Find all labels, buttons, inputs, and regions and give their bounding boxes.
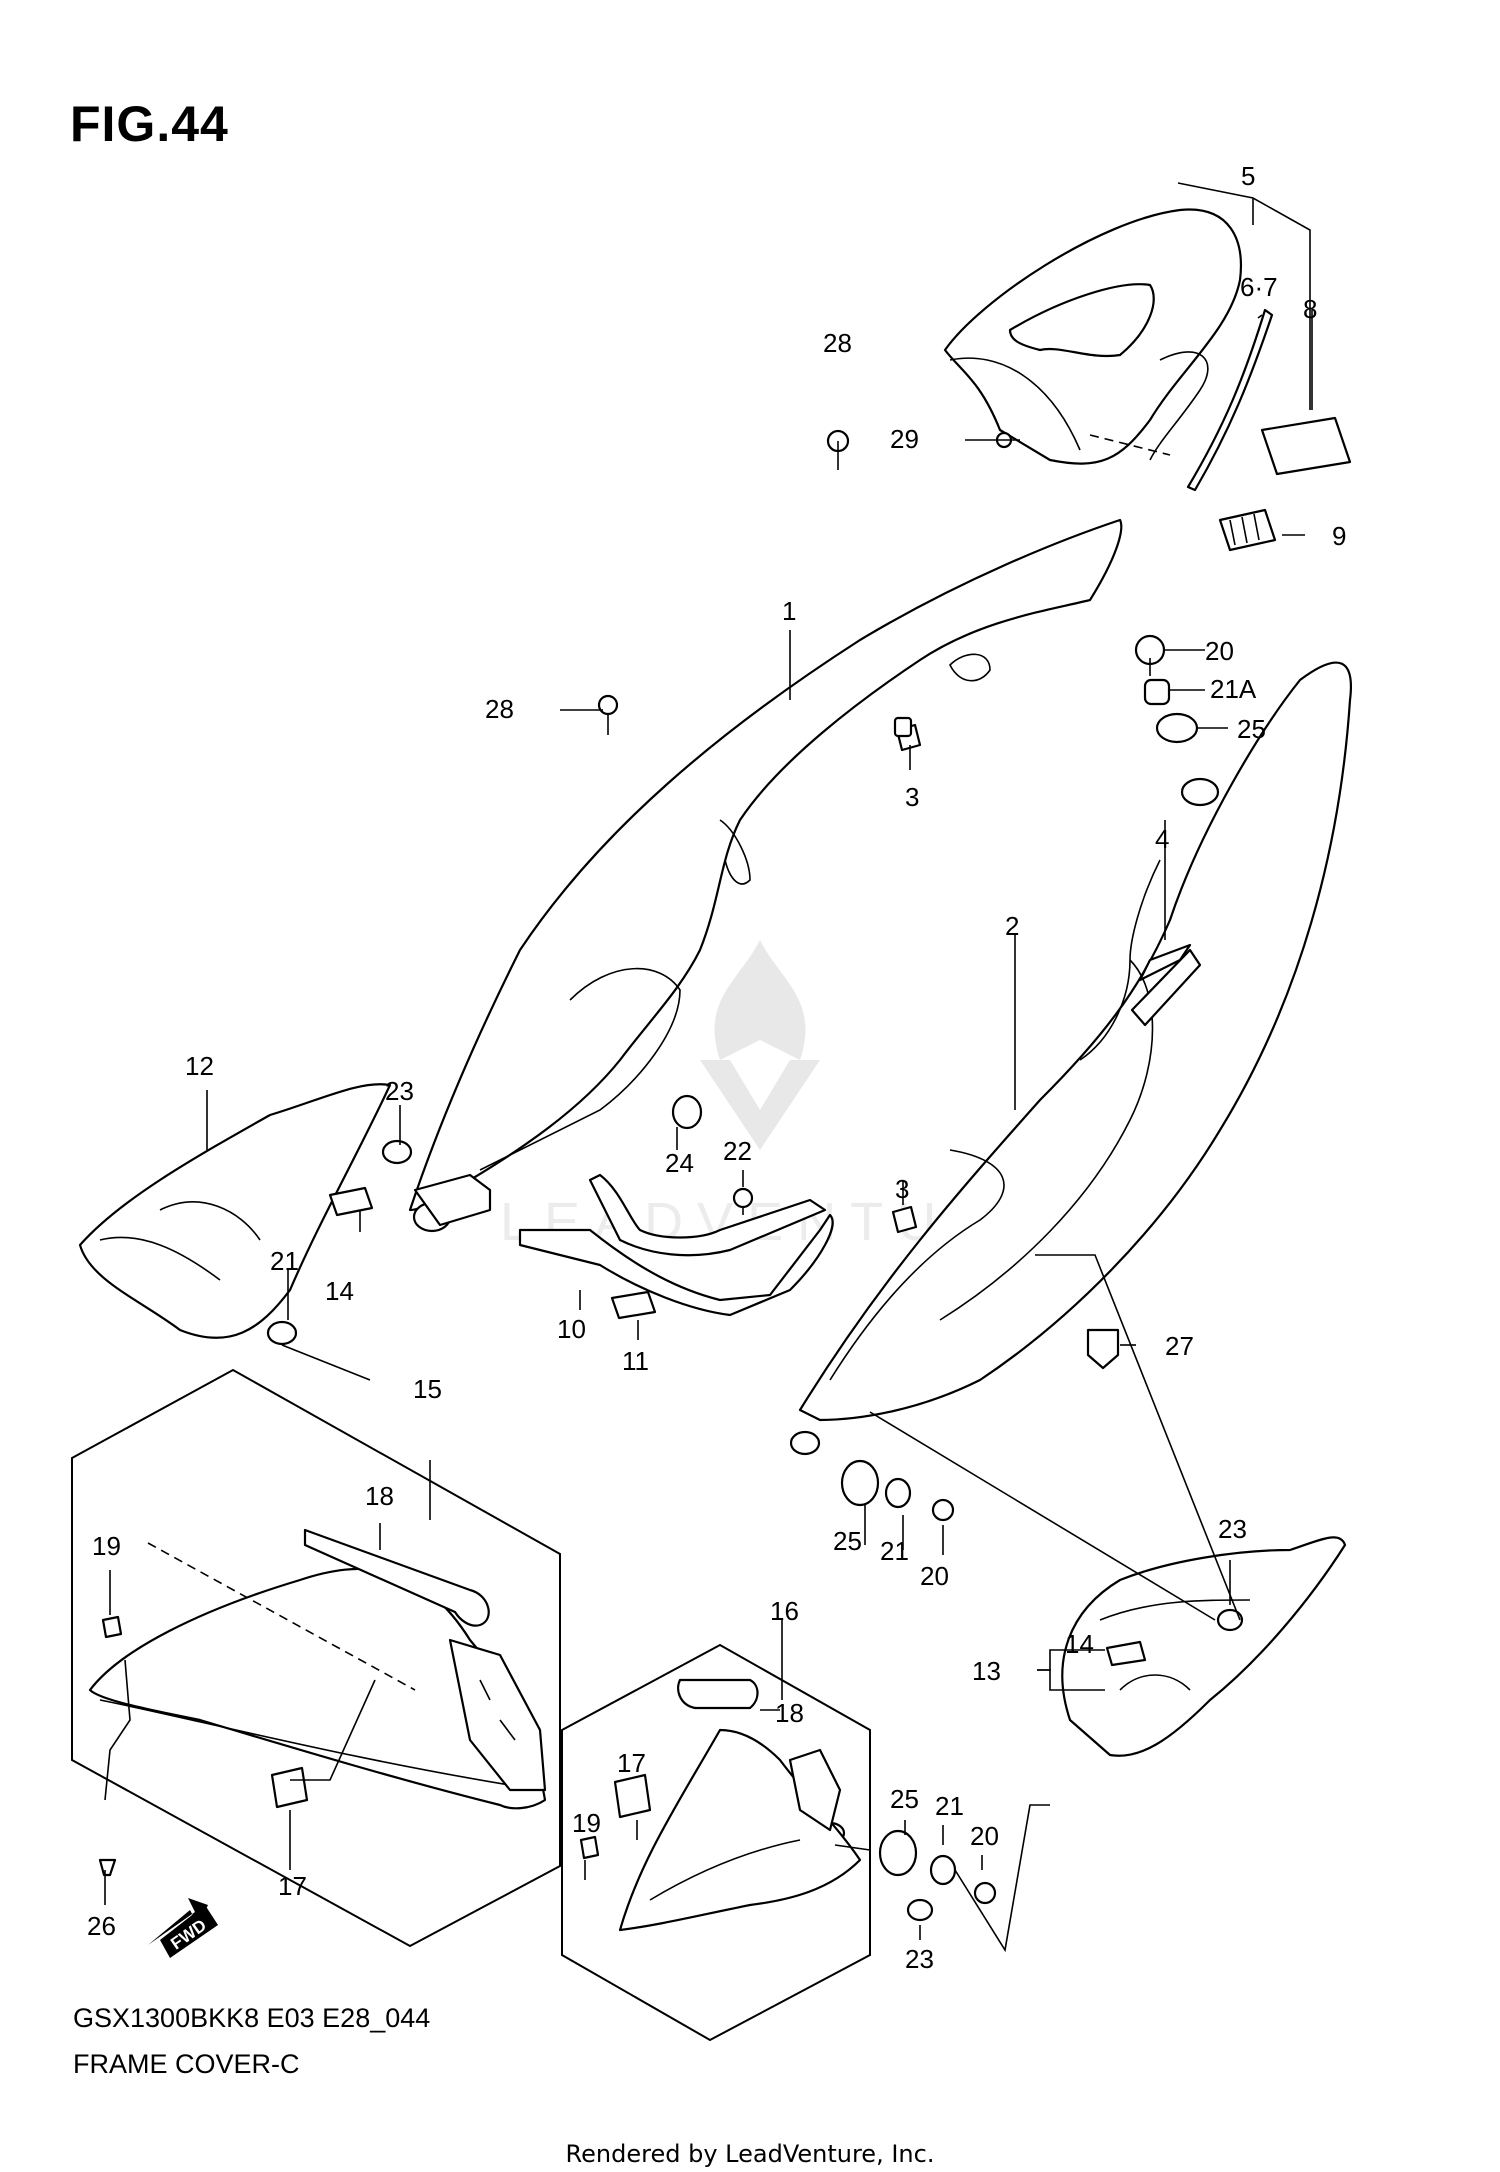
watermark-logo bbox=[700, 940, 820, 1150]
callout-18-left: 18 bbox=[365, 1481, 394, 1511]
part-pad-11 bbox=[610, 1290, 657, 1320]
callout-3-upper: 3 bbox=[905, 782, 919, 812]
part-cover-16 bbox=[618, 1728, 862, 1932]
callout-26: 26 bbox=[87, 1911, 116, 1941]
kit-box-15 bbox=[71, 1368, 561, 1948]
callout-21-left: 21 bbox=[270, 1246, 299, 1276]
callout-2: 2 bbox=[1005, 911, 1019, 941]
callout-20-top: 20 bbox=[1205, 636, 1234, 666]
callout-29: 29 bbox=[890, 424, 919, 454]
callout-28-mid: 28 bbox=[485, 694, 514, 724]
part-cover-15 bbox=[88, 1567, 547, 1810]
callout-25-top: 25 bbox=[1237, 714, 1266, 744]
callout-20-bottom: 20 bbox=[970, 1821, 999, 1851]
callout-25-mid: 25 bbox=[833, 1526, 862, 1556]
part-bracket-10 bbox=[518, 1173, 834, 1317]
callout-15: 15 bbox=[413, 1374, 442, 1404]
part-pad-14-left bbox=[328, 1186, 374, 1217]
part-cushion-pad bbox=[1260, 416, 1352, 476]
part-pad-19-right bbox=[579, 1835, 600, 1860]
part-pad-3-lower bbox=[891, 1205, 918, 1234]
kit-box-16 bbox=[561, 1643, 871, 2042]
callout-14-left: 14 bbox=[325, 1276, 354, 1306]
callout-17-right: 17 bbox=[617, 1748, 646, 1778]
callout-19-left: 19 bbox=[92, 1531, 121, 1561]
rendered-by-credit: Rendered by LeadVenture, Inc. bbox=[565, 2140, 935, 2168]
callout-1: 1 bbox=[782, 596, 796, 626]
part-frame-cover-left bbox=[408, 518, 1123, 1233]
callout-6-7: 6·7 bbox=[1240, 272, 1278, 302]
callout-24: 24 bbox=[665, 1148, 694, 1178]
part-strip-18-right bbox=[677, 1678, 759, 1710]
figure-title: FIG.44 bbox=[70, 96, 229, 152]
callout-25-bottom: 25 bbox=[890, 1784, 919, 1814]
callout-23-right: 23 bbox=[1218, 1514, 1247, 1544]
part-pad-19-left bbox=[101, 1615, 123, 1639]
callout-13: 13 bbox=[972, 1656, 1001, 1686]
callout-12: 12 bbox=[185, 1051, 214, 1081]
callout-22: 22 bbox=[723, 1136, 752, 1166]
callout-23-bottom: 23 bbox=[905, 1944, 934, 1974]
part-pad-14-right bbox=[1105, 1640, 1147, 1667]
callout-4: 4 bbox=[1155, 824, 1169, 854]
callout-20-mid: 20 bbox=[920, 1561, 949, 1591]
callout-27: 27 bbox=[1165, 1331, 1194, 1361]
part-seat-tail-cowl bbox=[943, 208, 1242, 465]
callout-10: 10 bbox=[557, 1314, 586, 1344]
leader-lines bbox=[104, 182, 1313, 1953]
callout-labels: 5 6·7 8 9 28 29 1 28 20 21A 25 3 4 2 12 … bbox=[87, 161, 1346, 1974]
callout-19-right: 19 bbox=[572, 1808, 601, 1838]
part-pad-17-right bbox=[613, 1773, 652, 1819]
section-name: FRAME COVER-C bbox=[73, 2049, 300, 2079]
callout-21A: 21A bbox=[1210, 674, 1257, 704]
part-pad-17-left bbox=[270, 1766, 309, 1809]
callout-5: 5 bbox=[1241, 161, 1255, 191]
part-side-cover-12 bbox=[78, 1083, 392, 1339]
callout-11: 11 bbox=[622, 1346, 649, 1376]
callout-16: 16 bbox=[770, 1596, 799, 1626]
callout-21-bottom: 21 bbox=[935, 1791, 964, 1821]
part-strip-18-left bbox=[303, 1528, 490, 1627]
model-code: GSX1300BKK8 E03 E28_044 bbox=[73, 2003, 431, 2033]
part-side-cover-13 bbox=[1061, 1536, 1347, 1757]
callout-14-right: 14 bbox=[1065, 1629, 1094, 1659]
callout-18-right: 18 bbox=[775, 1698, 804, 1728]
callout-28-top: 28 bbox=[823, 328, 852, 358]
part-frame-cover-right bbox=[789, 661, 1352, 1456]
callout-8: 8 bbox=[1303, 294, 1317, 324]
callout-23-left: 23 bbox=[385, 1076, 414, 1106]
callout-21-mid: 21 bbox=[880, 1536, 909, 1566]
callout-17-left: 17 bbox=[278, 1871, 307, 1901]
fwd-arrow: FWD bbox=[148, 1898, 218, 1958]
callout-3-lower: 3 bbox=[895, 1174, 909, 1204]
callout-9: 9 bbox=[1332, 521, 1346, 551]
part-tape-strip bbox=[1186, 308, 1274, 492]
part-clip-9 bbox=[1218, 508, 1277, 552]
dashed-leader-15 bbox=[147, 1542, 416, 1691]
